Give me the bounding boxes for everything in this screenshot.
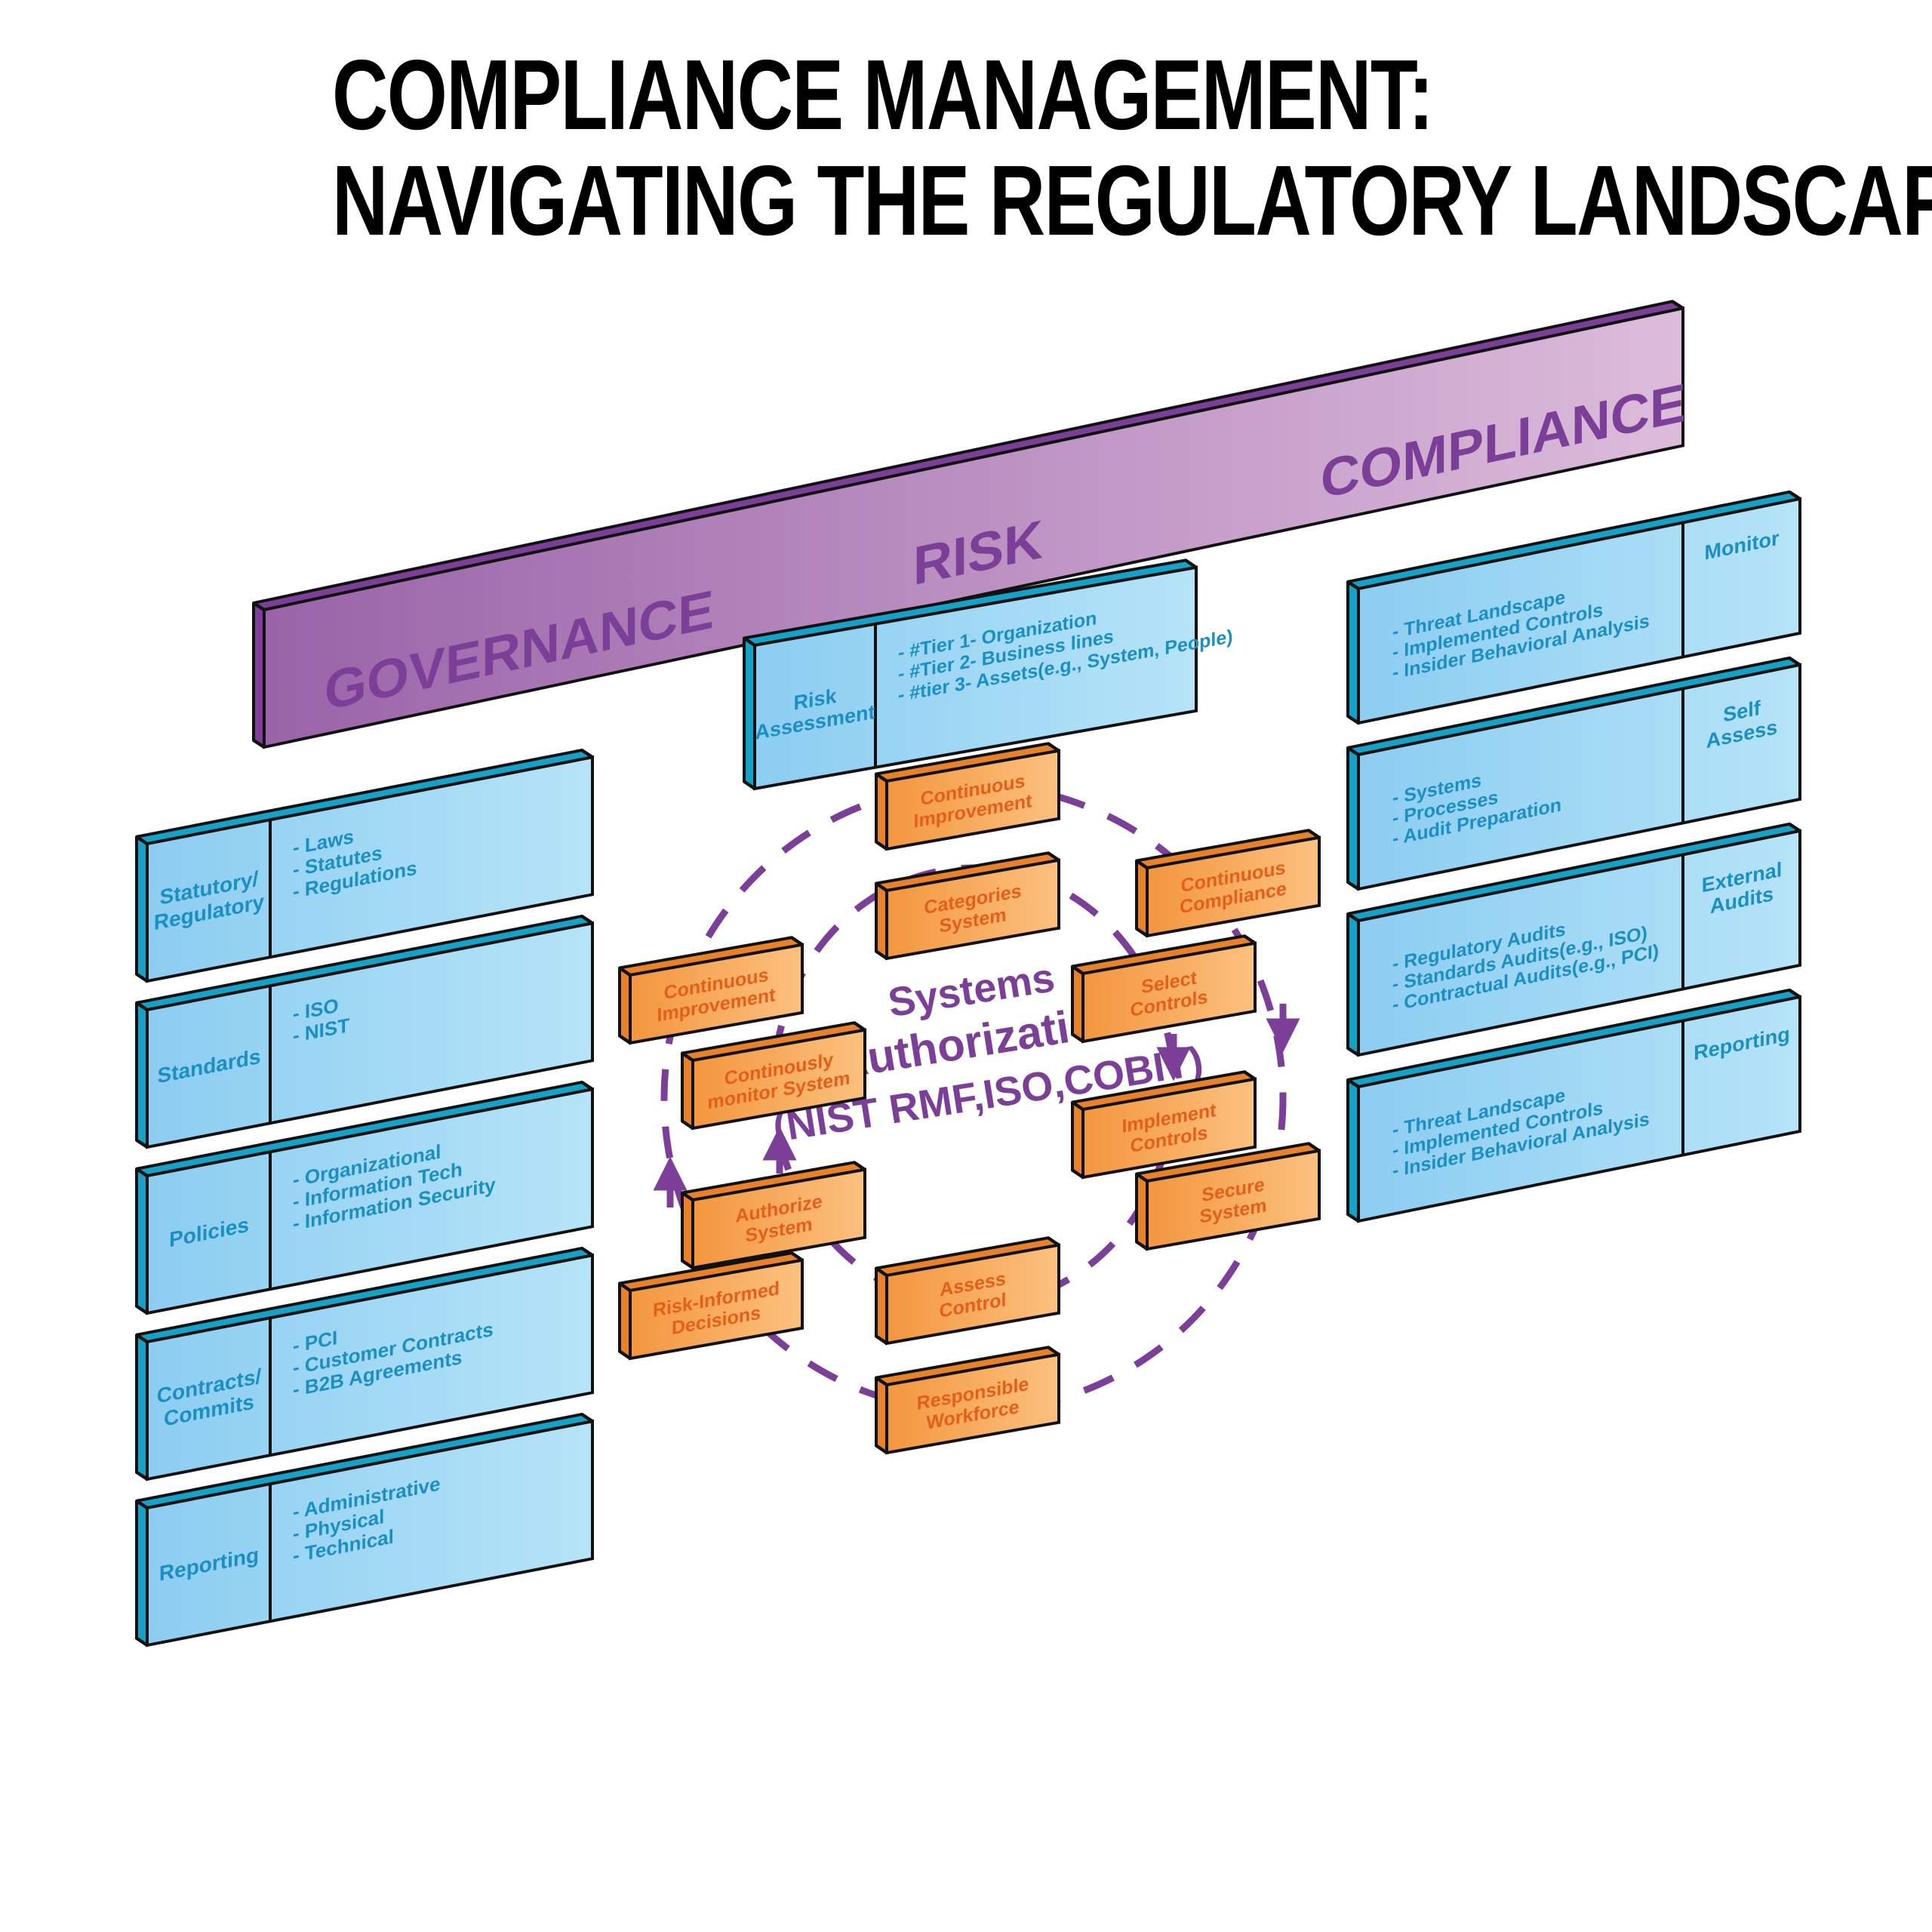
compliance-block: ExternalAudits- Regulatory Audits- Stand… [1346,822,1801,1057]
front-face [1357,663,1801,891]
side-face [1346,912,1360,1057]
side-face [875,1376,888,1455]
side-face [1346,746,1360,891]
side-face [135,1167,149,1315]
side-face [135,1001,149,1149]
side-face [875,772,888,851]
front-face [146,755,594,983]
cycle-step: ContinuousCompliance [1135,829,1321,938]
side-face [875,1266,888,1346]
title-line-2: NAVIGATING THE REGULATORY LANDSCAPE [332,145,1932,256]
side-face [1071,1100,1084,1180]
governance-block: Contracts/Commits- PCI- Customer Contrac… [135,1246,594,1481]
governance-block: Standards- ISO- NIST [135,914,594,1149]
side-face [135,1333,149,1481]
side-face [1071,964,1084,1044]
front-face [146,1087,594,1315]
front-face [691,1168,866,1270]
cycle-step: AuthorizeSystem [681,1161,866,1270]
cycle-step: ImplementControls [1071,1070,1257,1180]
side-face [1346,580,1360,725]
governance-block: Reporting- Administrative- Physical- Tec… [135,1412,594,1647]
risk-block: RiskAssessment- #Tier 1- Organization- #… [743,558,1233,791]
compliance-block: Reporting- Threat Landscape- Implemented… [1346,988,1801,1223]
governance-block: Statutory/Regulatory- Laws- Statutes- Re… [135,748,594,983]
side-face [135,835,149,983]
side-face [681,1191,694,1270]
cycle-step: ResponsibleWorkforce [875,1346,1060,1455]
cycle-step: ContinuousImprovement [618,936,804,1045]
cycle-step: AssessControl [875,1236,1060,1346]
side-face [135,1499,149,1647]
cycle-step: ContinuousImprovement [875,742,1060,851]
side-face [618,966,632,1045]
title-line-1: COMPLIANCE MANAGEMENT: [332,39,1434,150]
cycle-step: Risk-InformedDecisions [618,1251,804,1361]
side-face [252,601,266,749]
front-face [146,1419,594,1647]
front-face [691,1028,866,1131]
governance-block: Policies- Organizational- Information Te… [135,1080,594,1315]
front-face [1146,1149,1321,1251]
front-face [1357,497,1801,725]
cycle-step: CategoriesSystem [875,851,1060,961]
front-face [146,921,594,1149]
side-face [618,1281,632,1361]
cycle-step: SelectControls [1071,934,1257,1044]
side-face [1135,859,1149,938]
front-face [1146,835,1321,938]
side-face [743,636,756,791]
front-face [753,565,1198,791]
front-face [629,1258,804,1361]
compliance-block: SelfAssess- Systems- Processes- Audit Pr… [1346,656,1801,891]
front-face [1081,941,1257,1044]
compliance-block: Monitor- Threat Landscape- Implemented C… [1346,490,1801,725]
side-face [1135,1172,1149,1251]
front-face [1357,829,1801,1057]
front-face [146,1253,594,1481]
front-face [885,858,1060,961]
side-face [681,1051,694,1131]
side-face [875,881,888,961]
cycle-step: SecureSystem [1135,1142,1321,1251]
side-face [1346,1078,1360,1223]
front-face [1357,995,1801,1223]
front-face [885,749,1060,851]
front-face [1081,1077,1257,1180]
cycle-step: Continouslymonitor System [681,1021,866,1131]
front-face [629,943,804,1045]
front-face [885,1352,1060,1455]
front-face [885,1243,1060,1346]
